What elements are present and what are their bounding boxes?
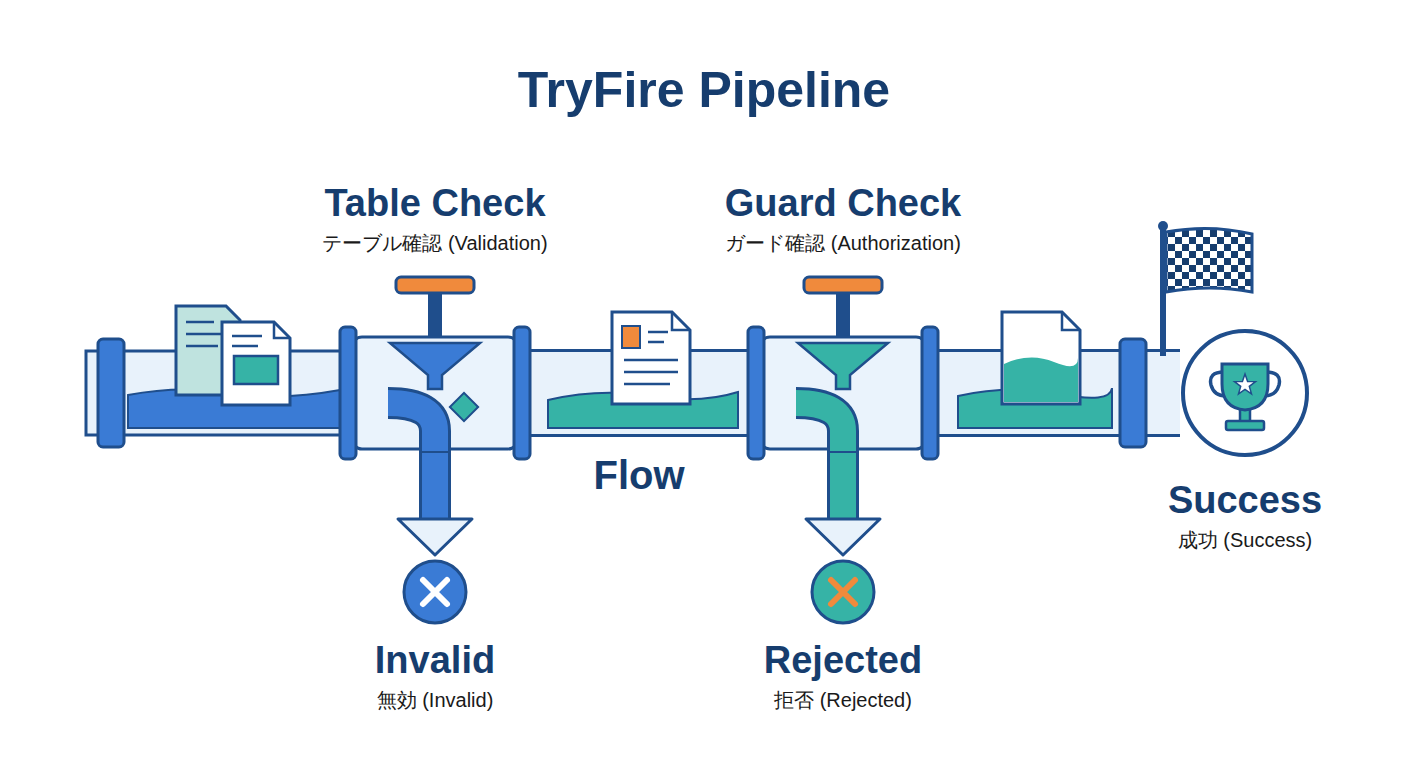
node-subtitle: 成功 (Success) bbox=[1168, 527, 1322, 553]
fail-shape bbox=[810, 559, 876, 625]
pipe-flange bbox=[1120, 339, 1146, 447]
trophy-base bbox=[1226, 421, 1264, 430]
document-icon-part bbox=[274, 322, 290, 338]
valve-node: Guard Checkガード確認 (Authorization) bbox=[748, 335, 938, 451]
cross-mark bbox=[423, 580, 447, 604]
valve-elbow bbox=[388, 403, 435, 451]
document-icon-part bbox=[186, 322, 222, 346]
document-icon-part bbox=[622, 326, 640, 348]
document-icon bbox=[612, 312, 690, 404]
valve-flange bbox=[340, 327, 356, 459]
trophy-cup bbox=[1222, 364, 1268, 410]
node-heading: Guard Check bbox=[725, 181, 962, 225]
arrow-shaft bbox=[830, 453, 856, 521]
arrow-shaft-outline bbox=[419, 451, 451, 521]
outflow-arrow bbox=[806, 451, 880, 555]
valve-flange bbox=[922, 327, 938, 459]
node-heading: Table Check bbox=[322, 181, 547, 225]
node-subtitle: 無効 (Invalid) bbox=[375, 687, 495, 713]
document-icon-part bbox=[222, 322, 290, 405]
diagram-title: TryFire Pipeline bbox=[518, 62, 890, 118]
node-subtitle: 拒否 (Rejected) bbox=[764, 687, 922, 713]
label-stack: Rejected 拒否 (Rejected) bbox=[764, 638, 922, 713]
valve-handle bbox=[804, 277, 882, 340]
label-stack: Table Check テーブル確認 (Validation) bbox=[322, 181, 547, 256]
success-circle: Success成功 (Success) bbox=[1180, 328, 1310, 458]
pipe-flange-part bbox=[1120, 339, 1146, 447]
valve-funnel bbox=[390, 343, 480, 389]
document-icon bbox=[176, 306, 290, 405]
document-icon-part bbox=[232, 336, 262, 346]
document-icon-part bbox=[234, 356, 278, 384]
valve-handle-part bbox=[428, 290, 442, 340]
document-icon-part bbox=[624, 332, 678, 384]
valve-shape bbox=[748, 335, 938, 451]
valve-elbow bbox=[388, 403, 435, 451]
valve-handle-part bbox=[396, 277, 474, 293]
arrow-head bbox=[398, 519, 472, 555]
outflow-arrow bbox=[398, 451, 472, 555]
node-subtitle: テーブル確認 (Validation) bbox=[322, 230, 547, 256]
document-icon-part bbox=[1062, 312, 1080, 330]
outcome-circle: Invalid無効 (Invalid) bbox=[402, 559, 468, 625]
label-stack: Success 成功 (Success) bbox=[1168, 478, 1322, 553]
node-heading: Invalid bbox=[375, 638, 495, 682]
finish-flag-part bbox=[1158, 221, 1168, 231]
valve-elbow bbox=[796, 403, 843, 451]
document-icon-part bbox=[672, 312, 690, 330]
outcome-circle: Rejected拒否 (Rejected) bbox=[810, 559, 876, 625]
cross-mark bbox=[831, 580, 855, 604]
success-disc bbox=[1183, 331, 1307, 455]
arrow-shaft-outline bbox=[827, 451, 859, 521]
valve-node: Table Checkテーブル確認 (Validation) bbox=[340, 335, 530, 451]
valve-funnel bbox=[798, 343, 888, 389]
valve-elbow bbox=[796, 403, 843, 451]
node-heading: Rejected bbox=[764, 638, 922, 682]
arrow-head bbox=[806, 519, 880, 555]
outcome-disc bbox=[812, 561, 874, 623]
valve-handle bbox=[396, 277, 474, 340]
arrow-shaft bbox=[422, 453, 448, 521]
valve-flange bbox=[748, 327, 764, 459]
node-subtitle: ガード確認 (Authorization) bbox=[725, 230, 962, 256]
document-icon bbox=[1002, 312, 1080, 404]
edge-label: Flow bbox=[589, 453, 688, 497]
document-icon-part bbox=[1002, 312, 1080, 404]
valve-flange bbox=[514, 327, 530, 459]
win-shape bbox=[1180, 328, 1310, 458]
fail-shape bbox=[402, 559, 468, 625]
finish-flag-part bbox=[1166, 228, 1252, 292]
title-wrap: TryFire Pipeline bbox=[0, 62, 1408, 118]
valve-handle-part bbox=[804, 277, 882, 293]
label-stack: Guard Check ガード確認 (Authorization) bbox=[725, 181, 962, 256]
node-heading: Success bbox=[1168, 478, 1322, 522]
valve-shape bbox=[340, 335, 530, 451]
valve-diamond bbox=[450, 393, 478, 421]
trophy-star bbox=[1235, 374, 1256, 394]
document-icon-part bbox=[612, 312, 690, 404]
valve-handle-part bbox=[836, 290, 850, 340]
outcome-disc bbox=[404, 561, 466, 623]
document-icon-part bbox=[1004, 357, 1078, 402]
inlet-pipe-part bbox=[98, 339, 124, 447]
label-stack: Invalid 無効 (Invalid) bbox=[375, 638, 495, 713]
